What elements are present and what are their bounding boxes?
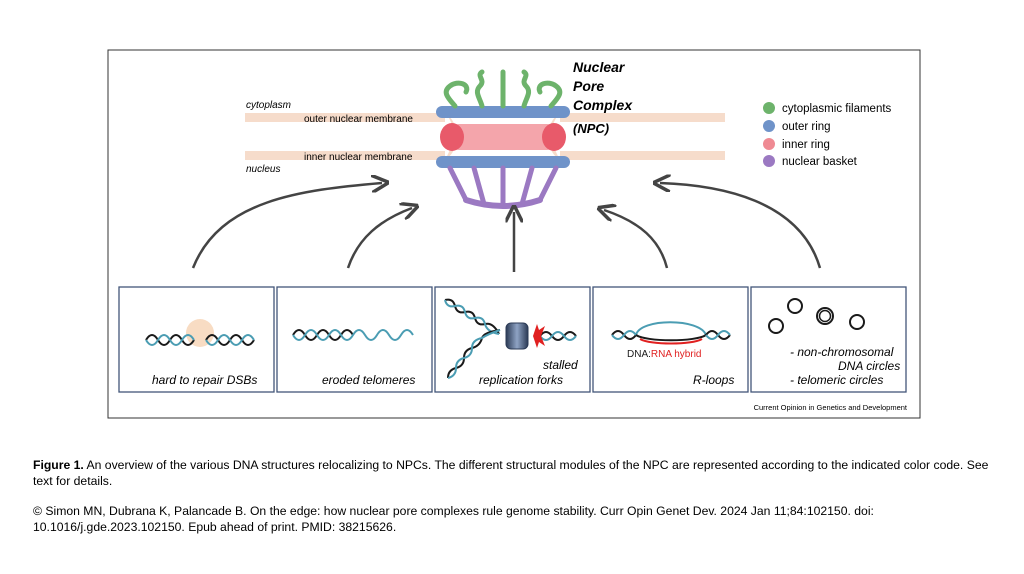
legend-label-filaments: cytoplasmic filaments xyxy=(782,103,892,115)
legend-swatch-basket xyxy=(763,155,775,167)
circle-2-inner xyxy=(818,309,832,323)
panel-circles-line-1: - non-chromosomal xyxy=(790,345,894,359)
filament-1 xyxy=(443,80,470,109)
cytoplasmic-filaments xyxy=(443,69,563,109)
outer-membrane-label: outer nuclear membrane xyxy=(304,114,413,125)
citation: © Simon MN, Dubrana K, Palancade B. On t… xyxy=(33,504,874,534)
outer-nuclear-membrane-right xyxy=(560,113,725,122)
panel-telomeres-label: eroded telomeres xyxy=(322,373,415,387)
rloop-right-teal xyxy=(705,330,731,340)
telomere-strand-teal xyxy=(292,329,414,341)
rloop-hybrid-rna: RNA hybrid xyxy=(651,349,702,360)
npc-title-line-2: Pore xyxy=(573,78,604,94)
legend-label-basket: nuclear basket xyxy=(782,156,858,168)
panel-dsb-label: hard to repair DSBs xyxy=(152,373,257,387)
journal-credit: Current Opinion in Genetics and Developm… xyxy=(754,403,908,412)
arrow-circles xyxy=(660,183,822,269)
fork-dna xyxy=(444,298,577,379)
inner-nuclear-membrane xyxy=(245,151,445,160)
panel-rloops-label: R-loops xyxy=(693,373,734,387)
panel-telomeres: eroded telomeres xyxy=(276,286,433,393)
fork-arm-upper-teal xyxy=(444,299,500,335)
panel-circles: - non-chromosomal DNA circles - telomeri… xyxy=(750,286,907,393)
outer-ring-top xyxy=(436,106,570,118)
rloop-hybrid-label: DNA:RNA hybrid xyxy=(627,349,701,360)
npc-structure xyxy=(436,69,570,209)
legend-swatch-outer-ring xyxy=(763,120,775,132)
npc-abbrev: (NPC) xyxy=(573,121,609,136)
arrow-dsb xyxy=(191,183,382,269)
telomere-dna-helix xyxy=(292,329,414,341)
dsb-highlight xyxy=(186,319,214,347)
circle-1 xyxy=(787,298,803,314)
circle-3 xyxy=(768,318,784,334)
filament-2 xyxy=(474,69,485,109)
fork-arm-lower-teal xyxy=(447,329,501,379)
basket-strut-4 xyxy=(519,165,535,207)
stall-block xyxy=(533,324,545,348)
legend-swatch-filaments xyxy=(763,102,775,114)
figure-caption: Figure 1. An overview of the various DNA… xyxy=(33,457,993,489)
filament-4 xyxy=(521,69,532,109)
dna-circles xyxy=(768,298,865,334)
cytoplasm-label: cytoplasm xyxy=(246,100,291,111)
inner-ring-right xyxy=(542,123,566,151)
npc-title-line-1: Nuclear xyxy=(573,59,626,75)
fork-parental-teal xyxy=(539,331,577,341)
legend-label-outer-ring: outer ring xyxy=(782,121,831,133)
rloop-bubble-top xyxy=(635,321,707,336)
panel-dsb: hard to repair DSBs xyxy=(118,286,275,393)
rloop-rna xyxy=(639,338,703,345)
panel-rloops: DNA:RNA hybrid R-loops xyxy=(592,286,749,393)
outer-ring-bottom xyxy=(436,156,570,168)
panel-forks-label-2: replication forks xyxy=(479,373,563,387)
panel-forks: stalled replication forks xyxy=(434,286,591,393)
fork-arm-upper-dark xyxy=(444,298,500,335)
panel-circles-frame xyxy=(750,286,907,393)
npc-title-line-3: Complex xyxy=(573,97,633,113)
legend-swatch-inner-ring xyxy=(763,138,775,150)
nuclear-basket xyxy=(447,165,559,209)
replisome xyxy=(505,322,529,350)
rloop-bubble-dna xyxy=(635,334,707,342)
caption-head: Figure 1. xyxy=(33,458,84,472)
fork-parental-dark xyxy=(539,331,577,341)
caption-text: An overview of the various DNA structure… xyxy=(33,458,989,488)
arrow-telomeres xyxy=(346,208,412,269)
outer-nuclear-membrane xyxy=(245,113,445,122)
dsb-strand-teal xyxy=(145,334,255,346)
basket-ring xyxy=(463,197,543,209)
relocalization-arrows xyxy=(191,183,822,272)
inner-ring xyxy=(453,124,553,150)
circle-2 xyxy=(816,307,834,325)
inner-nuclear-membrane-right xyxy=(560,151,725,160)
basket-strut-5 xyxy=(537,165,559,203)
npc-title: Nuclear Pore Complex (NPC) xyxy=(573,59,633,136)
panel-circles-line-2: DNA circles xyxy=(838,359,900,373)
filament-5 xyxy=(536,80,563,109)
panel-circles-line-3: - telomeric circles xyxy=(790,373,883,387)
arrow-rloops xyxy=(604,210,669,269)
dsb-dna-helix xyxy=(145,334,255,346)
circle-4 xyxy=(849,314,865,330)
rloop-left-teal xyxy=(611,330,637,340)
inner-ring-left xyxy=(440,123,464,151)
basket-strut-2 xyxy=(471,165,487,207)
basket-strut-1 xyxy=(447,165,469,203)
telomere-strand-dark xyxy=(292,329,354,341)
rloop-dna xyxy=(611,321,731,345)
inner-membrane-label: inner nuclear membrane xyxy=(304,152,413,163)
panel-telomeres-frame xyxy=(276,286,433,393)
legend-label-inner-ring: inner ring xyxy=(782,139,830,151)
legend: cytoplasmic filaments outer ring inner r… xyxy=(763,102,892,168)
nucleus-label: nucleus xyxy=(246,164,280,175)
panel-forks-label-1: stalled xyxy=(543,358,578,372)
rloop-hybrid-dna: DNA: xyxy=(627,349,651,360)
